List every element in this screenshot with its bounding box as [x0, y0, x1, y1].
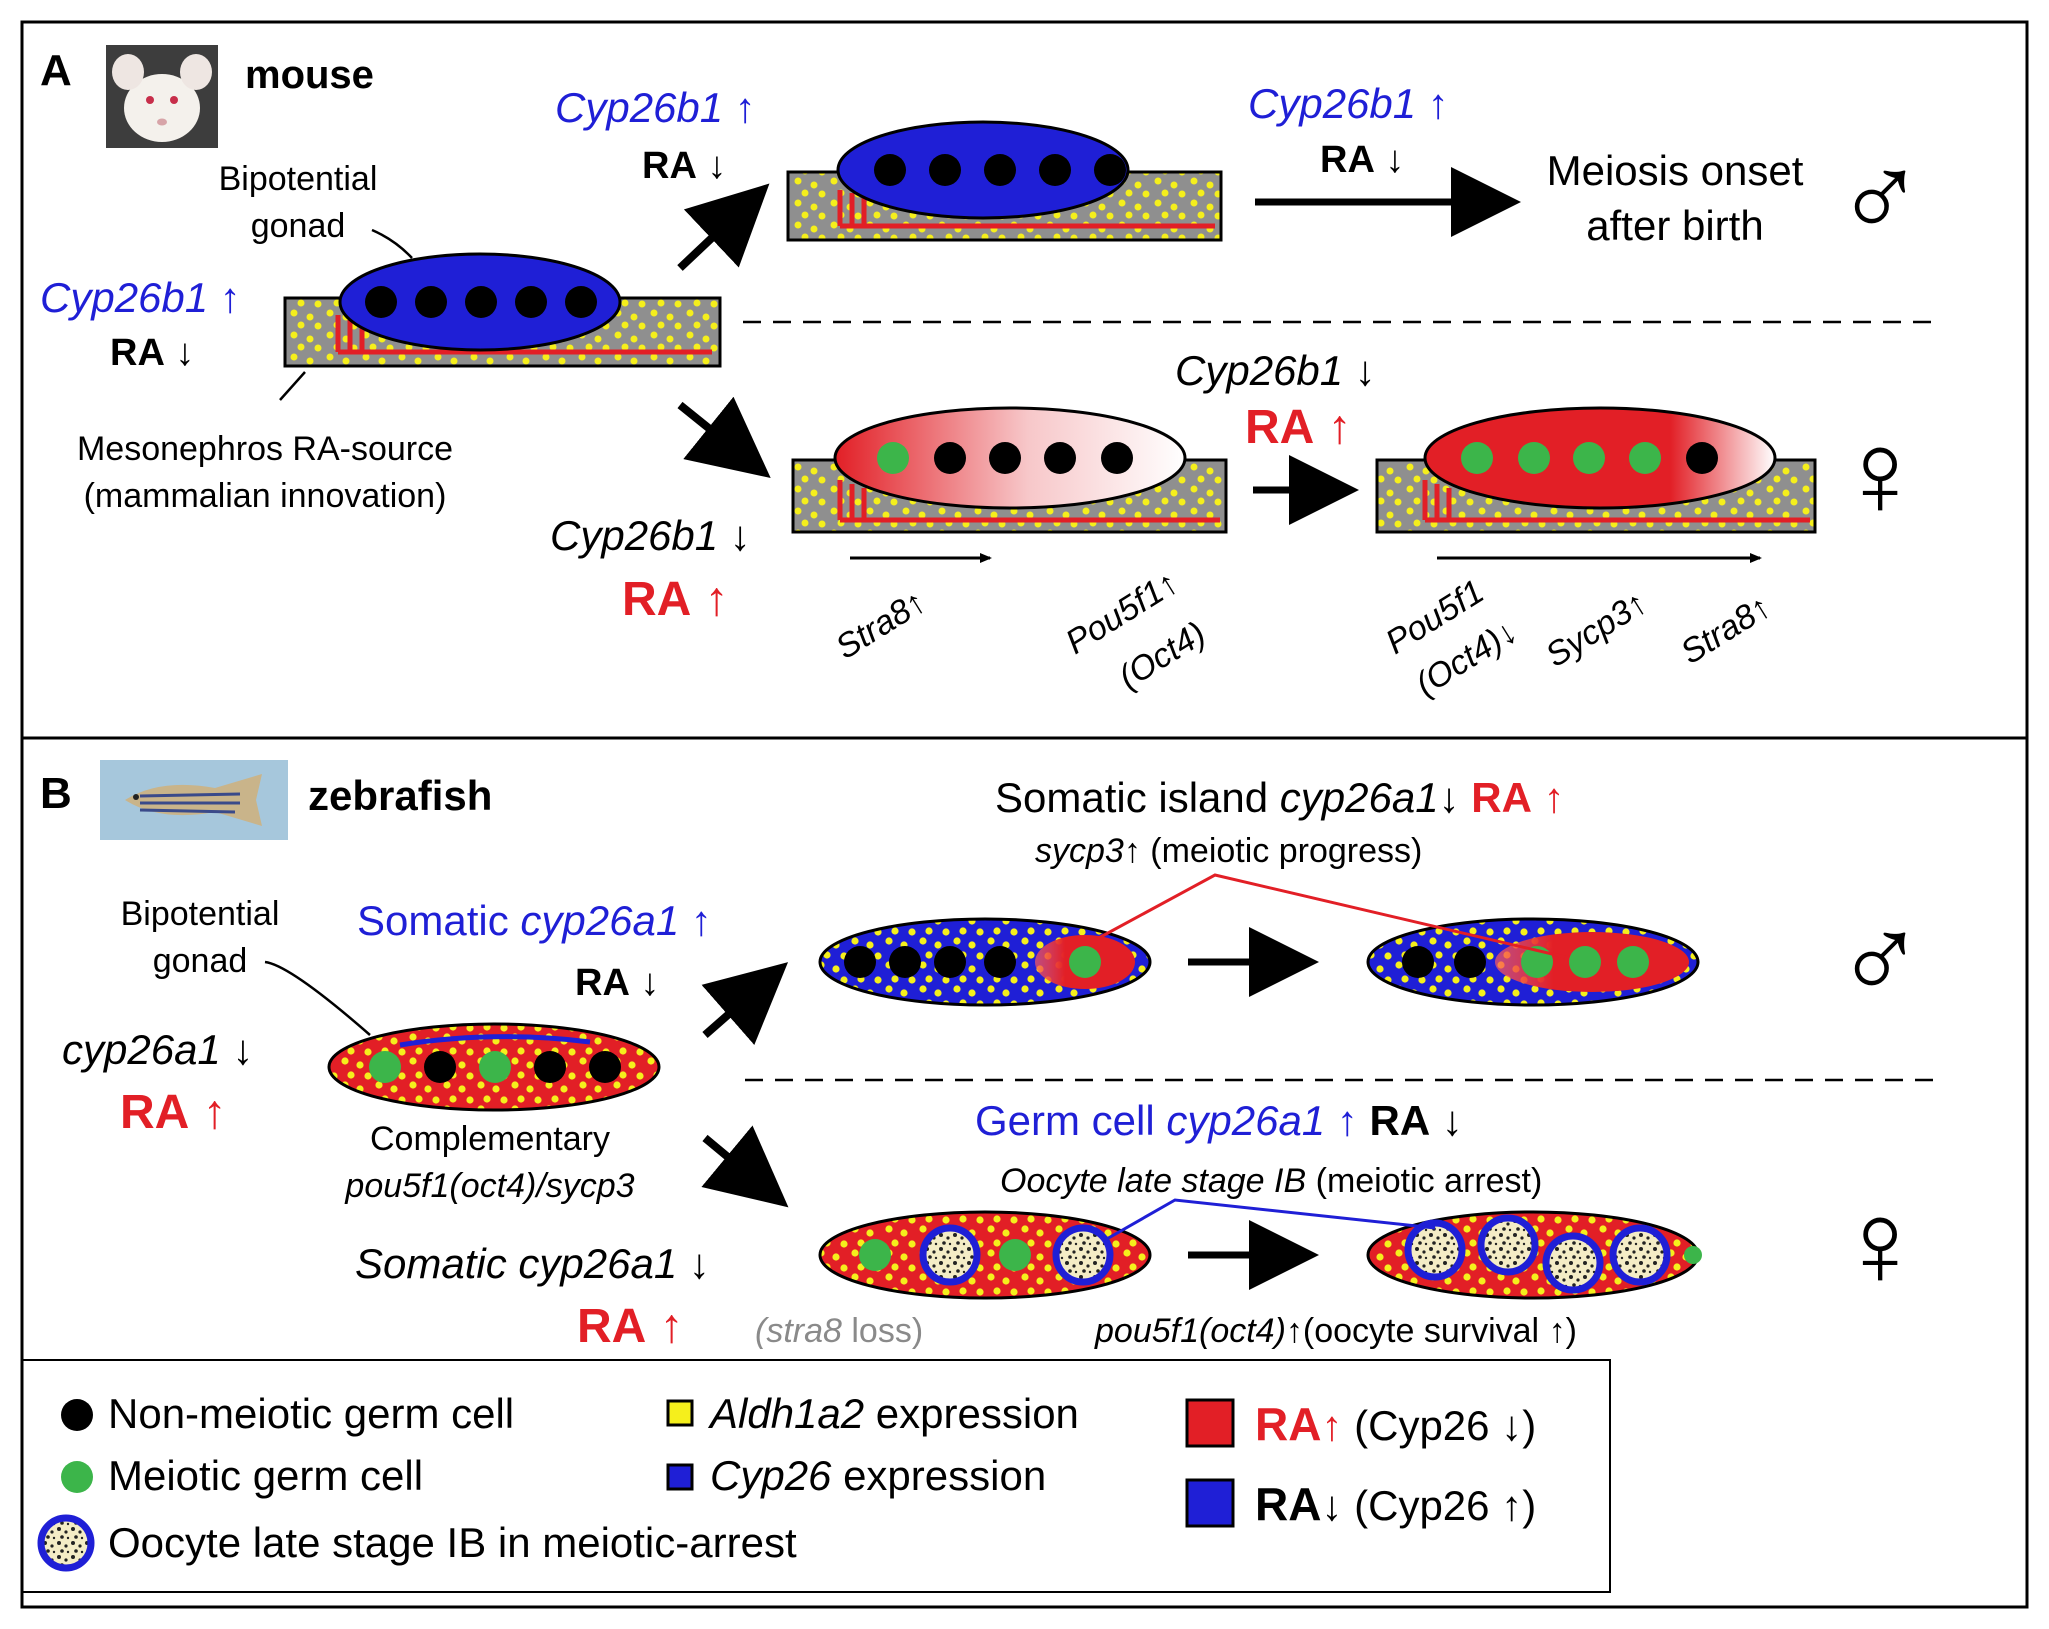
- a-gonad-label-1: Bipotential: [219, 160, 378, 198]
- b-left-cyp: cyp26a1 ↓: [62, 1026, 253, 1073]
- b-left-ra: RA ↑: [120, 1086, 227, 1139]
- a-female-ra-1: RA ↑: [622, 573, 729, 626]
- b-male-cyp: Somatic cyp26a1 ↑: [357, 897, 712, 944]
- a-stra8-late: Stra8↑: [1674, 587, 1777, 671]
- b-arrow-to-female: [701, 1125, 789, 1208]
- b-arrow-to-male: [701, 962, 789, 1045]
- a-meso-leader: [279, 371, 306, 401]
- legend-oocyte: Oocyte late stage IB in meiotic-arrest: [37, 1514, 797, 1572]
- a-female-ovary-late: [1375, 406, 1817, 534]
- b-male-ra: RA ↓: [575, 962, 659, 1004]
- b-bipotential-gonad: [327, 1022, 661, 1112]
- b-stra8-loss: (stra8 loss): [755, 1312, 923, 1350]
- b-pou-line: pou5f1(oct4)↑(oocyte survival ↑): [1094, 1312, 1577, 1350]
- b-island-line: Somatic island cyp26a1↓ RA ↑: [995, 774, 1565, 821]
- legend-meiotic-label: Meiotic germ cell: [108, 1452, 423, 1499]
- legend-cyp: Cyp26 expression: [666, 1452, 1046, 1499]
- b-comp-2: pou5f1(oct4)/sycp3: [344, 1167, 634, 1205]
- b-island-progress: sycp3↑ (meiotic progress): [1035, 832, 1422, 870]
- zebrafish-icon: [100, 760, 288, 840]
- a-female-cyp-1: Cyp26b1 ↓: [550, 512, 751, 559]
- a-left-cyp: Cyp26b1 ↑: [40, 274, 241, 321]
- a-female-ovary-early: [791, 406, 1228, 534]
- a-male-testis: [786, 120, 1223, 242]
- legend-ra-up: RA↑ (Cyp26 ↓): [1185, 1398, 1536, 1450]
- b-oocyte-line: Oocyte late stage IB (meiotic arrest): [1000, 1162, 1542, 1200]
- legend-aldh-swatch: [666, 1399, 694, 1427]
- b-female-ovary-late: [1366, 1210, 1702, 1300]
- a-male-cyp-1: Cyp26b1 ↑: [555, 84, 756, 131]
- a-male-ra-1: RA ↓: [642, 145, 726, 187]
- panel-b-species: zebrafish: [308, 772, 492, 819]
- a-female-cyp-2: Cyp26b1 ↓: [1175, 347, 1376, 394]
- a-gonad-leader: [371, 228, 413, 259]
- a-stra8: Stra8↑: [829, 582, 932, 666]
- b-male-testis-early: [818, 917, 1152, 1007]
- b-male-testis-late: [1366, 917, 1700, 1007]
- b-female-ra: RA ↑: [577, 1300, 684, 1353]
- a-gonad-label-2: gonad: [251, 207, 346, 245]
- legend-ra-down-swatch: [1185, 1478, 1235, 1528]
- a-male-symbol: ♂: [1835, 130, 1925, 264]
- b-germ-line: Germ cell cyp26a1 ↑ RA ↓: [975, 1097, 1463, 1144]
- b-oocyte-leader: [1104, 1198, 1436, 1242]
- legend-aldh: Aldh1a2 expression: [666, 1390, 1079, 1437]
- b-island-leader: [1094, 873, 1566, 959]
- a-meso-label-2: (mammalian innovation): [84, 477, 447, 515]
- b-female-cyp: Somatic cyp26a1 ↓: [355, 1240, 710, 1287]
- a-female-ra-2: RA ↑: [1245, 401, 1352, 454]
- b-gonad-leader: [264, 960, 371, 1036]
- a-female-symbol: ♀: [1835, 407, 1925, 541]
- legend-meiotic-swatch: [61, 1461, 93, 1493]
- a-meso-label-1: Mesonephros RA-source: [77, 430, 453, 468]
- legend-oocyte-label: Oocyte late stage IB in meiotic-arrest: [108, 1519, 797, 1566]
- legend-cyp-swatch: [666, 1463, 694, 1491]
- a-male-ra-2: RA ↓: [1320, 139, 1404, 181]
- mouse-icon: [106, 45, 218, 148]
- b-gonad-label-1: Bipotential: [121, 895, 280, 933]
- a-male-outcome-1: Meiosis onset: [1547, 147, 1804, 194]
- legend-ra-up-swatch: [1185, 1398, 1235, 1448]
- legend-oocyte-swatch: [37, 1514, 95, 1572]
- legend-ra-down: RA↓ (Cyp26 ↑): [1185, 1478, 1536, 1530]
- a-left-ra: RA ↓: [110, 332, 194, 374]
- legend-aldh-label: Aldh1a2 expression: [707, 1390, 1079, 1437]
- a-male-cyp-2: Cyp26b1 ↑: [1248, 80, 1449, 127]
- b-gonad-label-2: gonad: [153, 942, 248, 980]
- panel-a-species: mouse: [245, 53, 374, 97]
- legend-ra-up-label: RA↑ (Cyp26 ↓): [1255, 1398, 1536, 1450]
- a-sycp3: Sycp3↑: [1539, 583, 1654, 674]
- legend-nonmeiotic: Non-meiotic germ cell: [61, 1390, 514, 1437]
- a-bipotential-gonad: [283, 252, 722, 368]
- legend-ra-down-label: RA↓ (Cyp26 ↑): [1255, 1478, 1536, 1530]
- panel-b-frame: [20, 736, 2029, 1609]
- b-female-ovary-early: [818, 1210, 1152, 1300]
- a-arrow-to-male: [677, 183, 770, 271]
- a-male-outcome-2: after birth: [1586, 202, 1763, 249]
- legend-nonmeiotic-label: Non-meiotic germ cell: [108, 1390, 514, 1437]
- b-comp-1: Complementary: [370, 1120, 610, 1158]
- a-arrow-to-female: [677, 396, 771, 479]
- b-male-symbol: ♂: [1835, 892, 1925, 1026]
- b-female-symbol: ♀: [1835, 1177, 1925, 1311]
- legend-cyp-label: Cyp26 expression: [710, 1452, 1046, 1499]
- panel-b-letter: B: [40, 769, 72, 818]
- legend-meiotic: Meiotic germ cell: [61, 1452, 423, 1499]
- panel-a-letter: A: [40, 46, 72, 95]
- legend-nonmeiotic-swatch: [61, 1399, 93, 1431]
- legend-box: [21, 1359, 1611, 1593]
